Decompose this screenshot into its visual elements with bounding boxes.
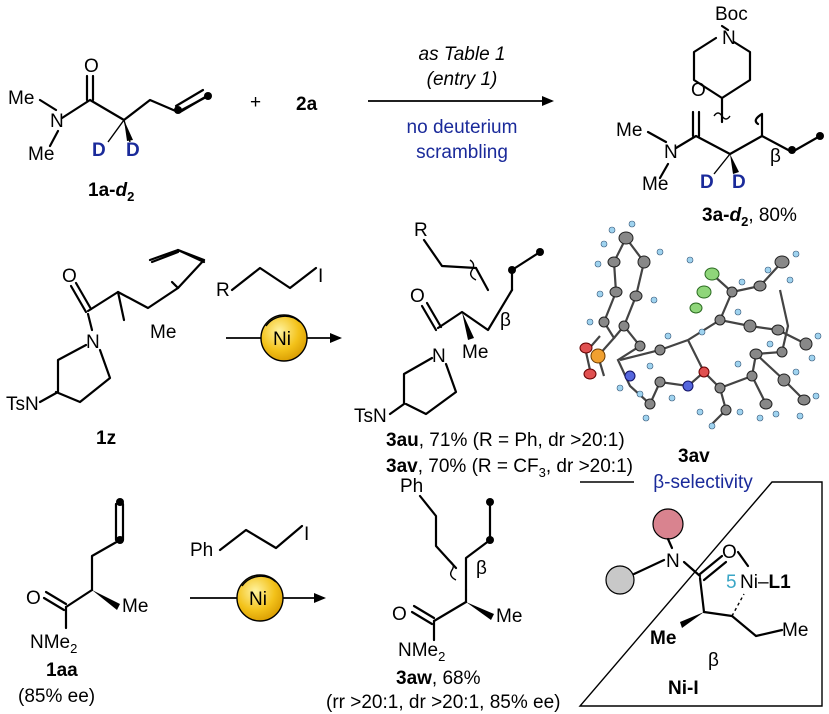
r-group-label: R <box>414 220 428 241</box>
bot-reaction-arrow: Ph I Ni <box>190 524 326 622</box>
oxygen-label: O <box>691 80 706 101</box>
methyl-label: Me <box>150 322 176 343</box>
methyl-label: Me <box>642 174 668 195</box>
yield-line-3av: 3av, 70% (R = CF3, dr >20:1) <box>386 456 633 480</box>
ring-size-label: 5 <box>726 572 737 593</box>
deuterium-label: D <box>700 172 714 193</box>
oxygen-label: O <box>62 266 77 287</box>
ethyl-label: Me <box>782 620 808 641</box>
deuterium-label: D <box>126 140 140 161</box>
intermediate-box: β-selectivity N O Ni–L1 5 Me β Me Ni-I <box>578 472 823 707</box>
yield-line-3aw: 3aw, 68% <box>396 668 481 689</box>
compound-label: 1z <box>96 428 116 449</box>
beta-label: β <box>476 558 487 579</box>
compound-label: 1aa <box>46 660 78 681</box>
beta-label: β <box>708 650 719 671</box>
dimethylamine-label: NMe2 <box>30 632 77 656</box>
product-3au: R O β Me N TsN <box>354 220 544 427</box>
oxygen-label: O <box>84 56 99 77</box>
substrate-1aa: O Me NMe2 1aa (85% ee) <box>18 498 148 707</box>
methyl-label: Me <box>28 144 54 165</box>
iodine-label: I <box>318 266 323 287</box>
carbon-dot <box>536 248 544 256</box>
methyl-label: Me <box>462 342 488 363</box>
dimethylamine-label: NMe2 <box>398 640 445 664</box>
nickel-catalyst-icon <box>236 574 284 622</box>
plus-sign: + <box>250 92 261 113</box>
intermediate-label: Ni-I <box>668 678 699 699</box>
xray-label: 3av <box>678 446 710 467</box>
boc-label: Boc <box>715 4 748 25</box>
oxygen-label: O <box>722 542 737 563</box>
compound-label: 3a-d2, 80% <box>702 205 797 229</box>
product-3aw: Ph β O Me NMe2 <box>392 476 522 664</box>
yield-line-3au: 3au, 71% (R = Ph, dr >20:1) <box>386 430 625 451</box>
beta-label: β <box>770 146 781 167</box>
phenyl-label: Ph <box>400 476 423 497</box>
ee-text: (85% ee) <box>18 686 95 707</box>
top-reaction-arrow: as Table 1 (entry 1) no deuterium scramb… <box>368 44 554 163</box>
condition-text: (entry 1) <box>427 69 498 90</box>
nitrogen-label: N <box>664 142 678 163</box>
methyl-label: Me <box>616 120 642 141</box>
tosyl-nitrogen-label: TsN <box>6 394 39 415</box>
beta-label: β <box>500 310 511 331</box>
alkene-carbon-dot <box>204 92 212 100</box>
substituent-ball-icon <box>605 565 635 595</box>
deuterium-label: D <box>92 140 106 161</box>
nickel-catalyst-icon <box>260 314 308 362</box>
substrate-1z: O Me N TsN 1z <box>6 248 206 449</box>
nickel-ligand-label: Ni–L1 <box>740 572 791 593</box>
nitrogen-label: N <box>86 332 100 353</box>
iodine-label: I <box>304 524 309 545</box>
substituent-ball-icon <box>652 508 684 540</box>
reagent-2a: 2a <box>296 94 318 115</box>
substrate-1a-d2: Me N Me O D D 1a-d2 <box>8 56 212 204</box>
methyl-label: Me <box>650 628 676 649</box>
box-title: β-selectivity <box>653 472 753 493</box>
selectivity-text: (rr >20:1, dr >20:1, 85% ee) <box>326 692 560 713</box>
nitrogen-label: N <box>722 28 736 49</box>
condition-text: as Table 1 <box>419 44 506 65</box>
product-3a-d2: Boc N O Me N Me β D D 3a-d2, 80% <box>616 4 824 229</box>
note-text: scrambling <box>416 142 508 163</box>
r-group-label: R <box>216 280 230 301</box>
carbon-dot <box>508 266 516 274</box>
oxygen-label: O <box>410 286 425 307</box>
methyl-label: Me <box>8 88 34 109</box>
tosyl-nitrogen-label: TsN <box>354 406 387 427</box>
nitrogen-label: N <box>666 551 680 572</box>
compound-label: 1a-d2 <box>88 180 134 204</box>
oxygen-label: O <box>26 588 41 609</box>
deuterium-label: D <box>732 172 746 193</box>
methyl-label: Me <box>122 596 148 617</box>
xray-structure-image <box>579 220 822 430</box>
mid-reaction-arrow: R I Ni <box>216 266 342 362</box>
phenyl-label: Ph <box>190 540 213 561</box>
nitrogen-label: N <box>432 346 446 367</box>
nickel-label: Ni <box>249 589 267 610</box>
carbon-dot <box>816 132 824 140</box>
note-text: no deuterium <box>407 117 518 138</box>
nitrogen-label: N <box>50 111 64 132</box>
oxygen-label: O <box>392 604 407 625</box>
carbon-dot <box>788 146 796 154</box>
nickel-label: Ni <box>273 329 291 350</box>
alkene-carbon-dot <box>174 106 182 114</box>
methyl-label: Me <box>496 606 522 627</box>
